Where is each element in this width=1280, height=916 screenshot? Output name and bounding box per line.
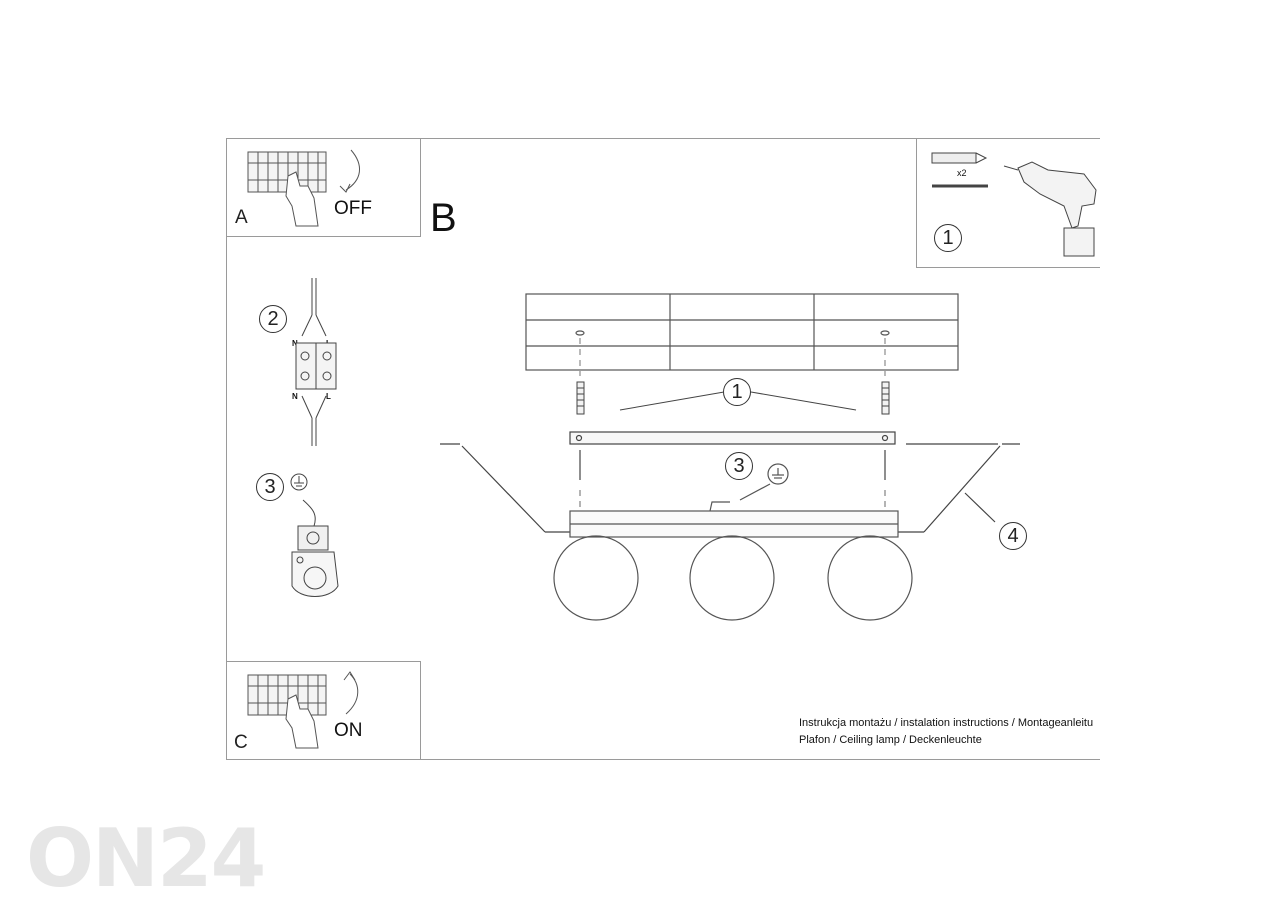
panel-a [226, 138, 421, 237]
step-3-badge-main: 3 [725, 452, 753, 480]
caption-line-2: Plafon / Ceiling lamp / Deckenleuchte [799, 734, 982, 746]
step-4-badge: 4 [999, 522, 1027, 550]
diagram-frame [226, 138, 1100, 760]
step-2-badge: 2 [259, 305, 287, 333]
terminal-n-bottom: N [292, 392, 298, 401]
caption-line-1: Instrukcja montażu / instalation instruc… [799, 717, 1094, 729]
panel-a-letter: A [235, 207, 248, 228]
anchor-count-label: x2 [957, 168, 967, 178]
step-3-badge-left: 3 [256, 473, 284, 501]
globe-right [827, 535, 913, 621]
panel-b-letter: B [430, 196, 457, 240]
panel-c [226, 661, 421, 760]
globe-center [689, 535, 775, 621]
globe-left [553, 535, 639, 621]
panel-c-letter: C [234, 732, 248, 753]
panel-a-off-label: OFF [334, 198, 372, 219]
watermark-logo: ON24 [26, 812, 266, 905]
tools-panel [916, 138, 1100, 268]
panel-c-on-label: ON [334, 720, 363, 741]
tools-step-1-badge: 1 [934, 224, 962, 252]
terminal-n-top: N [292, 339, 298, 348]
terminal-l-bottom: L [326, 392, 331, 401]
